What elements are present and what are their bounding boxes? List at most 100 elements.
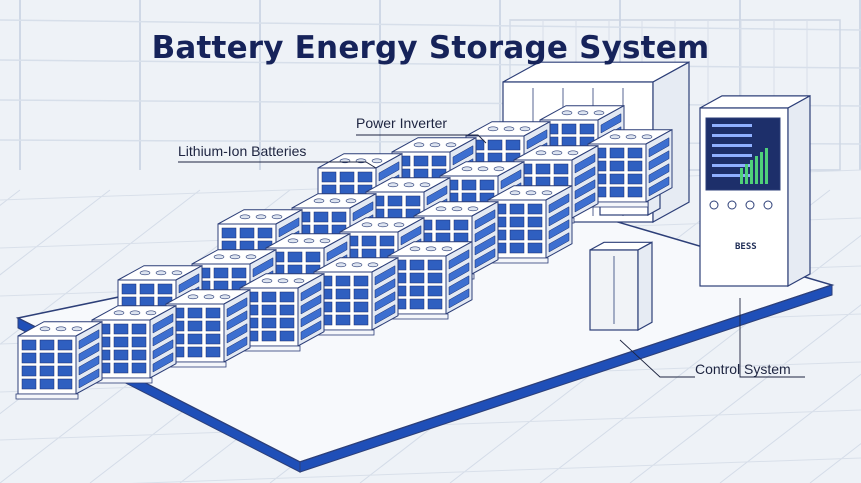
terminal-cap — [409, 246, 421, 252]
terminal-cap — [239, 214, 251, 220]
battery-module — [139, 283, 155, 295]
battery-side-module — [152, 352, 174, 373]
control-knob — [709, 200, 719, 210]
terminal-cap — [319, 238, 331, 244]
power-inverter-label: Power Inverter — [356, 115, 448, 131]
battery-module — [357, 171, 373, 183]
battery-module — [331, 211, 347, 223]
battery-module — [257, 227, 273, 239]
battery-module — [21, 365, 37, 377]
battery-module — [221, 227, 237, 239]
terminal-cap — [255, 214, 267, 220]
battery-side-module — [474, 235, 496, 256]
battery-side-module — [226, 297, 248, 318]
terminal-cap — [261, 278, 273, 284]
battery-side-module — [574, 192, 596, 213]
terminal-cap — [445, 142, 457, 148]
terminal-cap — [171, 270, 183, 276]
battery-side-module — [600, 113, 622, 134]
battery-module — [509, 229, 525, 241]
page-title: Battery Energy Storage System — [151, 30, 710, 66]
battery-module — [261, 330, 277, 342]
battery-module — [409, 259, 425, 271]
battery-module — [21, 378, 37, 390]
battery-module — [509, 216, 525, 228]
terminal-cap — [429, 142, 441, 148]
terminal-cap — [71, 326, 83, 332]
battery-module — [261, 304, 277, 316]
battery-side-module — [152, 313, 174, 334]
terminal-cap — [55, 326, 67, 332]
battery-side-module — [548, 219, 570, 240]
terminal-cap — [293, 278, 305, 284]
battery-side-module — [78, 355, 100, 376]
battery-module — [39, 365, 55, 377]
terminal-cap — [551, 150, 563, 156]
battery-module — [313, 211, 329, 223]
beam-line — [0, 59, 861, 69]
pad-front-right — [299, 284, 833, 473]
battery-module — [39, 378, 55, 390]
battery-module — [527, 216, 543, 228]
battery-module — [57, 352, 73, 364]
leader-lines — [178, 134, 805, 378]
battery-module — [113, 349, 129, 361]
battery-side-module — [226, 336, 248, 357]
battery-side-module — [374, 291, 396, 312]
battery-module — [409, 272, 425, 284]
screen-text-line — [712, 124, 752, 127]
terminal-cap — [541, 190, 553, 196]
battery-module — [205, 307, 221, 319]
terminal-cap — [413, 142, 425, 148]
battery-module — [627, 147, 643, 159]
battery-module — [57, 339, 73, 351]
terminal-cap — [313, 198, 325, 204]
battery-side-module — [648, 150, 670, 171]
battery-module — [131, 362, 147, 374]
battery-side-module — [500, 169, 522, 190]
terminal-cap — [425, 246, 437, 252]
battery-module — [231, 267, 247, 279]
terminal-cap — [393, 222, 405, 228]
terminal-cap — [361, 222, 373, 228]
battery-module — [609, 147, 625, 159]
battery-side-module — [574, 153, 596, 174]
battery-side-module — [178, 273, 200, 294]
lithium-ion-batteries-label: Lithium-Ion Batteries — [178, 143, 307, 159]
control-knob — [745, 200, 755, 210]
battery-leader-line — [178, 161, 377, 169]
terminal-cap — [519, 126, 531, 132]
battery-module — [335, 288, 351, 300]
battery-module — [561, 123, 577, 135]
screen-bar — [765, 148, 768, 184]
battery-module — [39, 339, 55, 351]
battery-module — [239, 227, 255, 239]
battery-module — [427, 285, 443, 297]
terminal-cap — [593, 110, 605, 116]
terminal-cap — [467, 206, 479, 212]
bess-panel-tag: BESS — [735, 242, 757, 252]
battery-module — [361, 235, 377, 247]
terminal-cap — [129, 310, 141, 316]
battery-side-module — [300, 307, 322, 328]
battery-side-module — [400, 225, 422, 246]
battery-module — [261, 317, 277, 329]
battery-module — [627, 173, 643, 185]
floor-line — [0, 189, 111, 276]
terminal-cap — [525, 190, 537, 196]
battery-side-module — [648, 163, 670, 184]
battery-module — [287, 251, 303, 263]
screen-bar — [760, 152, 763, 184]
battery-module — [39, 352, 55, 364]
battery-side-module — [474, 222, 496, 243]
battery-side-module — [374, 278, 396, 299]
control-cabinet — [699, 94, 811, 288]
battery-module — [627, 160, 643, 172]
battery-module — [131, 349, 147, 361]
terminal-cap — [451, 206, 463, 212]
battery-module — [261, 291, 277, 303]
battery-module — [205, 320, 221, 332]
terminal-cap — [203, 294, 215, 300]
battery-side-module — [326, 241, 348, 262]
